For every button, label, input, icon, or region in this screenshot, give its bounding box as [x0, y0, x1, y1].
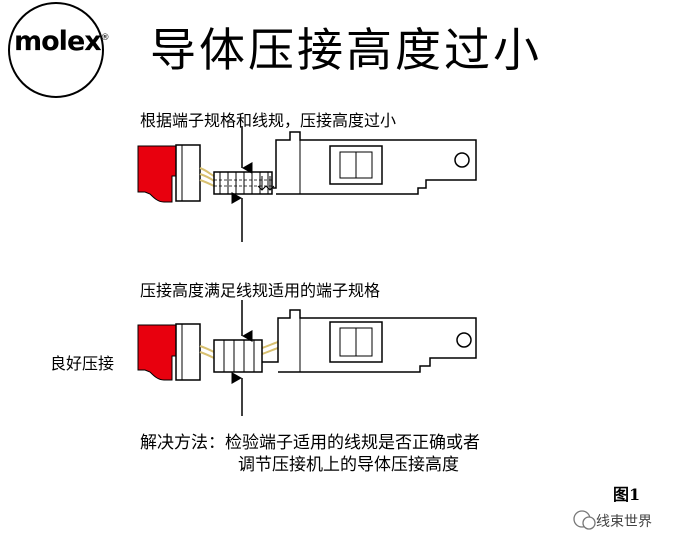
diagram-crimp-correct: [137, 300, 477, 416]
molex-logo: molex®: [14, 26, 110, 57]
diagram-crimp-too-low: [137, 126, 477, 242]
logo-text: molex: [14, 26, 102, 57]
caption-crimp-too-low: 根据端子规格和线规，压接高度过小: [140, 111, 397, 130]
wire-insulation: [137, 145, 177, 203]
figure-label: 图1: [613, 485, 641, 504]
insulation-crimp: [175, 323, 201, 381]
solution-line-1: 解决方法：检验端子适用的线规是否正确或者: [140, 433, 480, 453]
insulation-crimp: [175, 144, 201, 202]
good-crimp-label: 良好压接: [50, 354, 115, 373]
conductor-crimp-correct: [213, 339, 263, 373]
logo-mark: ®: [100, 33, 110, 43]
caption-crimp-correct: 压接高度满足线规适用的端子规格: [140, 281, 381, 300]
page-title: 导体压接高度过小: [150, 23, 542, 77]
wire-insulation: [137, 324, 177, 381]
solution-line-2: 调节压接机上的导体压接高度: [238, 455, 459, 475]
wire-strands: [199, 341, 279, 359]
wechat-icon: [573, 510, 596, 530]
conductor-crimp-low: [213, 171, 273, 195]
wire-strands: [199, 167, 215, 187]
watermark-text: 线束世界: [596, 514, 652, 530]
molex-logo-ring: [8, 2, 104, 98]
